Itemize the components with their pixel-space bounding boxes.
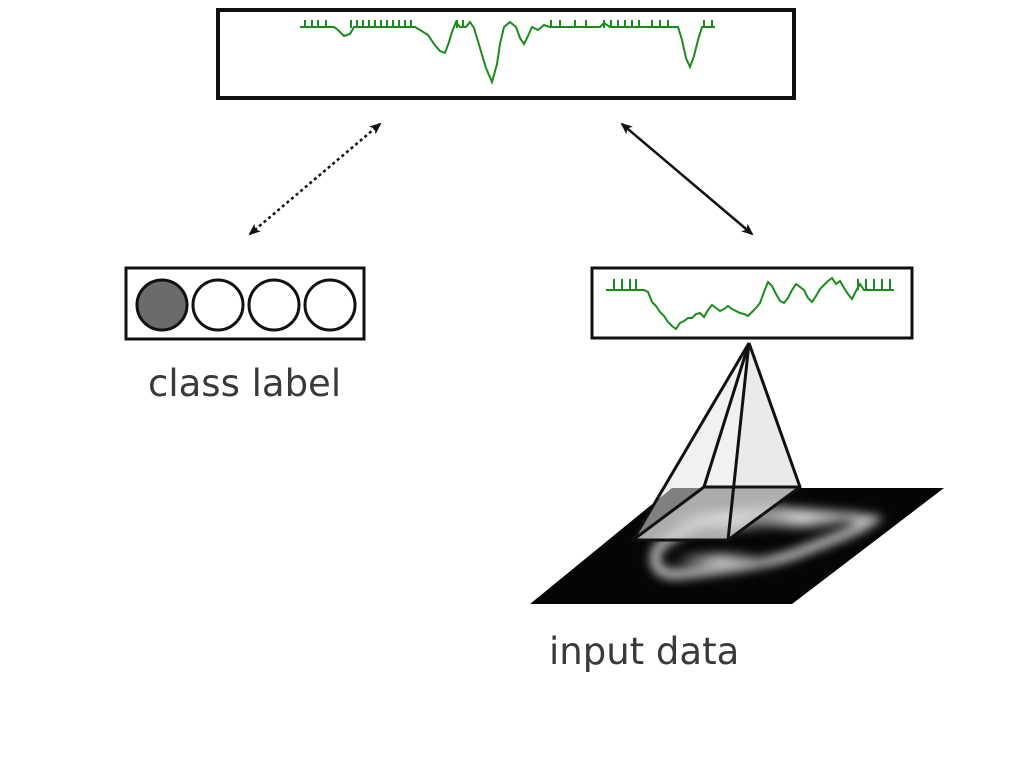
class-unit xyxy=(303,278,357,332)
class-label-units xyxy=(135,278,357,332)
class-label-layer xyxy=(124,266,366,341)
class-unit xyxy=(191,278,245,332)
hidden-layer-box xyxy=(590,266,914,340)
first-hidden-layer xyxy=(590,266,914,340)
hidden-layer-ticks xyxy=(613,279,891,290)
class-unit-active xyxy=(135,278,189,332)
dotted-arrow-class-label xyxy=(248,122,382,236)
class-unit xyxy=(247,278,301,332)
top-hidden-layer xyxy=(216,8,796,100)
hidden-layer-activation-trace xyxy=(606,276,894,331)
input-data-caption: input data xyxy=(549,630,739,673)
top-layer-activation-trace xyxy=(300,20,715,86)
solid-arrow-hidden-layer xyxy=(620,122,754,236)
pyramid-edges xyxy=(631,342,802,541)
receptive-field-pyramid xyxy=(631,342,802,542)
class-label-caption: class label xyxy=(148,362,341,405)
